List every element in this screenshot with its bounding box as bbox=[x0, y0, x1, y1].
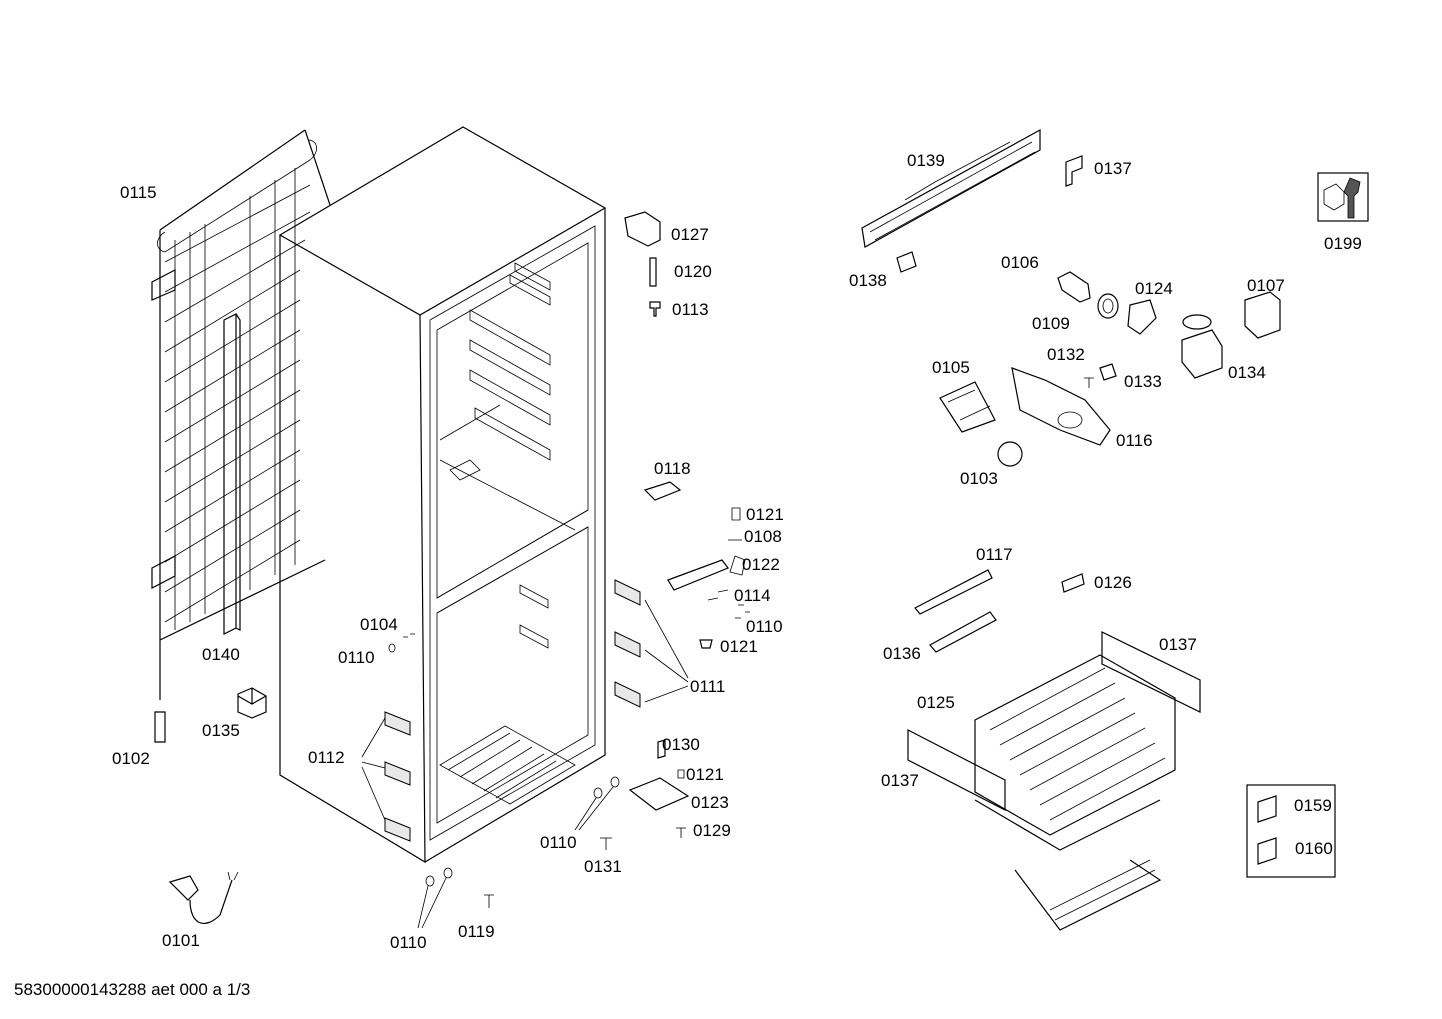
label-0110-d: 0110 bbox=[540, 833, 577, 852]
label-0110-c: 0110 bbox=[746, 617, 783, 636]
hinge-parts bbox=[624, 211, 750, 649]
document-id: 58300000143288 aet 000 a 1/3 bbox=[14, 980, 251, 999]
label-0111: 0111 bbox=[690, 677, 725, 696]
label-0119: 0119 bbox=[458, 922, 495, 941]
label-0108: 0108 bbox=[744, 527, 782, 546]
label-0115: 0115 bbox=[120, 183, 157, 202]
lamp-housing bbox=[939, 367, 1111, 467]
label-0129: 0129 bbox=[693, 821, 731, 840]
label-0138: 0138 bbox=[849, 271, 887, 290]
label-part bbox=[896, 251, 917, 273]
label-0121-c: 0121 bbox=[686, 765, 724, 784]
label-0113: 0113 bbox=[672, 300, 709, 319]
label-0122: 0122 bbox=[742, 555, 780, 574]
label-0102: 0102 bbox=[112, 749, 150, 768]
label-0101: 0101 bbox=[162, 931, 200, 950]
label-0125: 0125 bbox=[917, 693, 955, 712]
label-0126: 0126 bbox=[1094, 573, 1132, 592]
label-0159: 0159 bbox=[1294, 796, 1332, 815]
label-0109: 0109 bbox=[1032, 314, 1070, 333]
label-0121-b: 0121 bbox=[720, 637, 758, 656]
control-panel-strip bbox=[861, 128, 1041, 248]
label-0107: 0107 bbox=[1247, 276, 1285, 295]
label-0118: 0118 bbox=[654, 459, 691, 478]
condenser-bracket bbox=[223, 313, 241, 635]
label-0137-c: 0137 bbox=[881, 771, 919, 790]
label-0160: 0160 bbox=[1295, 839, 1333, 858]
evaporator-parts bbox=[907, 569, 1201, 931]
service-tool-box bbox=[1317, 172, 1369, 222]
label-0123: 0123 bbox=[691, 793, 729, 812]
part-labels: 0115 0140 0102 0135 0101 0104 0110 0112 … bbox=[112, 151, 1362, 952]
label-0120: 0120 bbox=[674, 262, 712, 281]
condenser-coil bbox=[151, 129, 331, 743]
label-0124: 0124 bbox=[1135, 279, 1173, 298]
small-bracket bbox=[1065, 155, 1083, 187]
label-0127: 0127 bbox=[671, 225, 709, 244]
label-0135: 0135 bbox=[202, 721, 240, 740]
label-0136: 0136 bbox=[883, 644, 921, 663]
label-0116: 0116 bbox=[1116, 431, 1153, 450]
label-0137-b: 0137 bbox=[1159, 635, 1197, 654]
label-0114: 0114 bbox=[734, 586, 771, 605]
label-0117: 0117 bbox=[976, 545, 1013, 564]
label-0103: 0103 bbox=[960, 469, 998, 488]
label-0110-a: 0110 bbox=[338, 648, 375, 667]
label-0199: 0199 bbox=[1324, 234, 1362, 253]
clip-part bbox=[237, 687, 267, 719]
label-0131: 0131 bbox=[584, 857, 622, 876]
label-0110-b: 0110 bbox=[390, 933, 427, 952]
label-0132: 0132 bbox=[1047, 345, 1085, 364]
label-0133: 0133 bbox=[1124, 372, 1162, 391]
label-0112: 0112 bbox=[308, 748, 345, 767]
door-stops bbox=[614, 579, 689, 708]
label-0105: 0105 bbox=[932, 358, 970, 377]
lamp-parts bbox=[1057, 271, 1281, 388]
door-bins bbox=[361, 711, 411, 842]
refrigerator-cabinet bbox=[278, 126, 607, 864]
label-0139: 0139 bbox=[907, 151, 945, 170]
label-0130: 0130 bbox=[662, 735, 700, 754]
label-0121-a: 0121 bbox=[746, 505, 784, 524]
label-0104: 0104 bbox=[360, 615, 398, 634]
bottom-hinge-parts bbox=[388, 633, 690, 929]
label-0137-a: 0137 bbox=[1094, 159, 1132, 178]
label-0134: 0134 bbox=[1228, 363, 1266, 382]
kit-box bbox=[1246, 784, 1336, 878]
label-0106: 0106 bbox=[1001, 253, 1039, 272]
label-0140: 0140 bbox=[202, 645, 240, 664]
power-cord bbox=[168, 871, 239, 925]
